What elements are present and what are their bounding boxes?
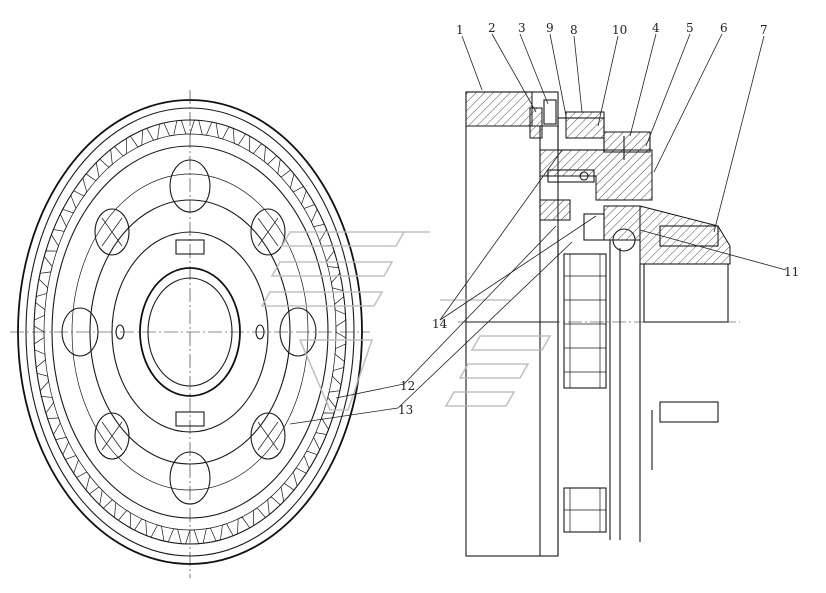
retaining-ring: [543, 99, 557, 125]
output-shaft-lower-flat: [659, 401, 719, 423]
callout-2: 2: [488, 21, 496, 35]
callout-4: 4: [652, 21, 660, 35]
callout-6: 6: [720, 21, 728, 35]
callouts: 1 2 3 9 8 10 4 5 6 7 11 12 13 14: [398, 21, 799, 417]
bolt-hole-lower-left: [94, 412, 130, 460]
shaft-pin-section: [539, 149, 653, 201]
callout-5: 5: [686, 21, 694, 35]
callout-8: 8: [570, 23, 578, 37]
watermark-logo: [260, 231, 552, 411]
bushing-section: [539, 199, 571, 221]
bolt-hole-upper-left: [94, 208, 130, 256]
gear-8: [565, 111, 605, 139]
seal-ring: [529, 107, 543, 139]
bolt-hole-upper-right: [250, 208, 286, 256]
housing-section-top: [465, 91, 533, 127]
callout-14: 14: [432, 317, 448, 331]
bolt-holes: [61, 159, 317, 505]
callout-10: 10: [612, 23, 627, 37]
bearing-race: [603, 205, 641, 241]
front-view: [10, 90, 370, 578]
callout-13: 13: [398, 403, 413, 417]
callout-3: 3: [518, 21, 526, 35]
bolt-hole-lower-right: [250, 412, 286, 460]
callout-9: 9: [546, 21, 554, 35]
leader-lines: [289, 33, 787, 425]
needle-roller-upper: [563, 253, 607, 389]
pin-hole: [547, 169, 595, 183]
needle-roller-lower: [563, 487, 607, 533]
cover-ring: [603, 131, 651, 153]
output-shaft: [643, 263, 729, 323]
callout-11: 11: [784, 265, 799, 279]
callout-1: 1: [456, 23, 464, 37]
callout-7: 7: [760, 23, 768, 37]
section-view: [458, 91, 740, 557]
callout-12: 12: [400, 379, 415, 393]
bearing-ball: [612, 228, 636, 252]
output-shaft-section: [639, 205, 731, 265]
